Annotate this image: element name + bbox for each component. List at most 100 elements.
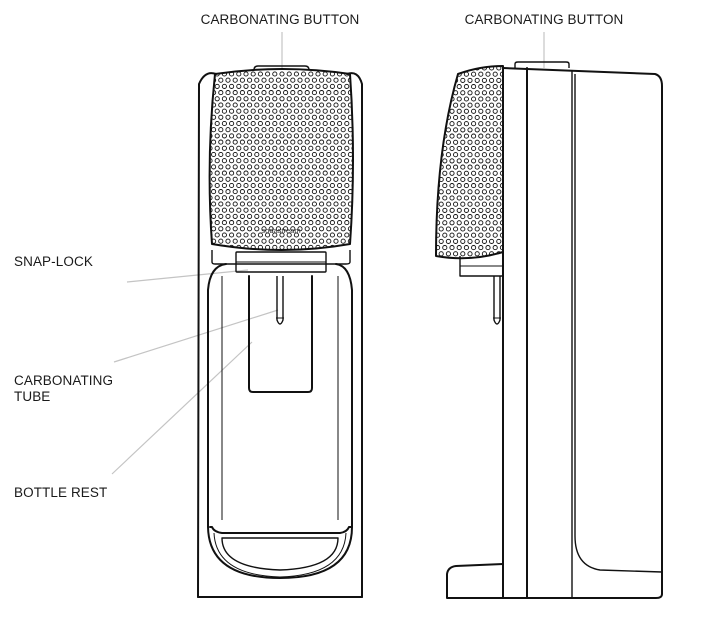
perforation-dot	[308, 133, 314, 139]
perforation-dot	[290, 139, 296, 145]
perforation-dot	[254, 213, 260, 219]
perforation-dot	[453, 251, 459, 257]
perforation-dot	[265, 207, 271, 213]
perforation-dot	[283, 77, 289, 83]
perforation-dot	[232, 213, 238, 219]
perforation-dot	[489, 201, 495, 207]
perforation-dot	[304, 127, 310, 133]
perforation-dot	[474, 201, 480, 207]
perforation-dot	[261, 164, 267, 170]
perforation-dot	[474, 139, 480, 145]
perforation-dot	[275, 102, 281, 108]
perforation-dot	[504, 140, 508, 144]
perforation-dot	[463, 195, 469, 201]
perforation-dot	[456, 257, 462, 259]
perforation-dot	[319, 164, 325, 170]
perforation-dot	[257, 195, 263, 201]
perforation-dot	[460, 127, 466, 133]
perforation-dot	[275, 213, 281, 219]
perforation-dot	[275, 151, 281, 158]
perforation-dot	[337, 96, 343, 102]
perforation-dot	[456, 170, 462, 176]
perforation-dot	[504, 177, 508, 181]
perforation-dot	[214, 170, 220, 176]
perforation-dot	[463, 133, 469, 139]
perforation-dot	[478, 145, 484, 152]
perforation-dot	[340, 189, 346, 195]
perforation-dot	[467, 189, 473, 195]
perforation-dot	[268, 151, 274, 158]
perforation-dot	[250, 96, 256, 102]
perforation-dot	[319, 90, 325, 96]
perforation-dot	[236, 71, 242, 77]
perforation-dot	[236, 83, 242, 89]
perforation-dot	[254, 176, 260, 182]
perforation-dot	[232, 114, 238, 120]
perforation-dot	[232, 176, 238, 182]
perforation-dot	[436, 189, 437, 195]
perforation-dot	[272, 96, 278, 102]
perforation-dot	[347, 164, 353, 170]
perforation-dot	[496, 152, 502, 158]
perforation-dot	[329, 220, 335, 226]
perforation-dot	[221, 83, 227, 89]
perforation-dot	[489, 114, 495, 121]
perforation-dot	[254, 90, 260, 96]
perforation-dot	[254, 151, 260, 158]
perforation-dot	[221, 158, 227, 164]
perforation-dot	[232, 238, 238, 244]
perforation-dot	[436, 77, 437, 83]
perforation-dot	[445, 238, 451, 244]
perforation-dot	[293, 108, 299, 114]
perforation-dot	[485, 84, 491, 90]
perforation-dot	[344, 96, 350, 102]
perforation-dot	[340, 226, 346, 232]
perforation-dot	[471, 121, 477, 127]
perforation-dot	[436, 214, 437, 220]
perforation-dot	[283, 127, 289, 133]
perforation-dot	[453, 176, 459, 183]
perforation-dot	[311, 151, 317, 158]
perforation-dot	[236, 108, 242, 114]
perforation-dot	[340, 201, 346, 207]
perforation-dot	[254, 189, 260, 195]
perforation-dot	[322, 96, 328, 102]
perforation-dot	[275, 90, 281, 96]
perforation-dot	[485, 96, 491, 102]
perforation-dot	[290, 151, 296, 158]
perforation-dot	[463, 232, 469, 238]
perforation-dot	[467, 226, 473, 232]
perforation-dot	[481, 77, 487, 83]
perforation-dot	[290, 213, 296, 219]
front-outer-body	[197, 72, 363, 598]
perforation-dot	[460, 226, 466, 232]
perforation-dot	[229, 145, 235, 151]
perforation-dot	[308, 170, 314, 176]
perforation-dot	[504, 103, 508, 107]
perforation-dot	[272, 232, 278, 238]
perforation-dot	[463, 183, 469, 189]
perforation-dot	[442, 195, 448, 201]
perforation-dot	[322, 195, 328, 201]
perforation-dot	[442, 232, 448, 238]
perforation-dot	[478, 121, 484, 127]
perforation-dot	[478, 220, 484, 226]
perforation-dot	[297, 90, 303, 96]
perforation-dot	[279, 71, 285, 77]
perforation-dot	[478, 108, 484, 114]
perforation-dot	[445, 214, 451, 220]
perforation-dot	[211, 164, 217, 170]
perforation-dot	[442, 257, 448, 259]
perforation-dot	[445, 251, 451, 257]
perforation-dot	[225, 189, 231, 195]
perforation-dot	[322, 220, 328, 226]
perforation-dot	[436, 220, 441, 226]
perforation-dot	[351, 145, 353, 151]
perforation-dot	[485, 145, 491, 152]
perforation-dot	[463, 121, 469, 127]
perforation-dot	[315, 220, 321, 226]
perforation-dot	[340, 139, 346, 145]
perforation-dot	[438, 251, 444, 257]
perforation-dot	[315, 207, 321, 213]
perforation-dot	[485, 183, 491, 189]
